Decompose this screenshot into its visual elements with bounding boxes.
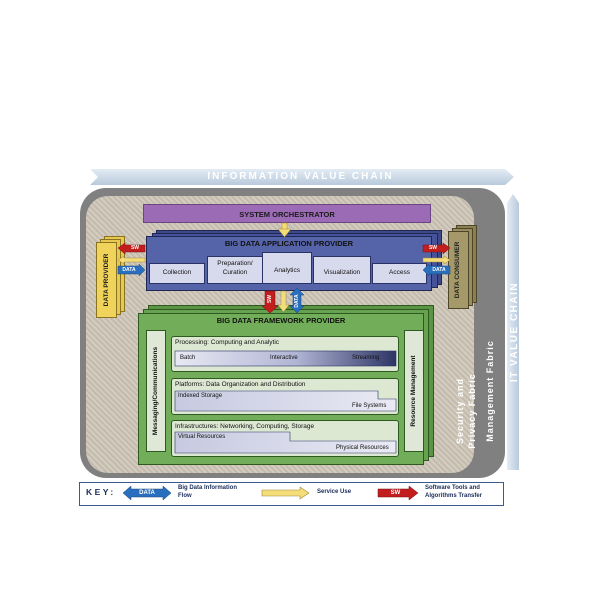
key-service-desc: Service Use [317,489,352,495]
key-data-label: DATA [139,490,155,496]
app-provider-title: BIG DATA APPLICATION PROVIDER [224,239,354,248]
it-value-chain-arrow [507,194,519,470]
activity-preparation [207,256,263,284]
infrastructures-resources-shape [174,431,397,454]
messaging-bar [146,330,166,452]
activity-label-analytics: Analytics [273,267,300,274]
processing-batch: Batch [180,355,196,361]
key-title: KEY: [86,487,116,497]
orchestrator-service-arrow-head [277,228,292,238]
key-sw-arrow [377,485,419,501]
center-sw-arrow [261,290,279,314]
platforms-files: File Systems [352,403,387,409]
processing-title: Processing: Computing and Analytic [175,339,280,346]
key-sw-desc-2: Algorithms Transfer [425,493,483,499]
information-value-chain-arrow [90,169,514,185]
center-service-arrow [277,290,290,313]
right-data-arrow [422,263,451,277]
key-sw-label: SW [390,490,401,496]
resource-bar [404,330,424,452]
activity-label-collection: Collection [162,269,192,276]
right-sw-arrow [422,242,451,255]
platforms-indexed: Indexed Storage [178,393,223,399]
key-data-desc-1: Big Data Information [178,485,238,491]
left-service-arrow [117,255,146,265]
center-data-arrow [289,287,305,314]
activity-label-preparation: Preparation/ Curation [217,260,253,276]
processing-gradient-bar [174,350,397,367]
platforms-storage-shape [174,390,397,412]
right-data-label: DATA [432,267,446,273]
infrastructures-physical: Physical Resources [336,445,389,451]
activity-label-visualization: Visualization [323,269,361,276]
activity-label-access: Access [389,269,410,276]
right-service-arrow [422,255,451,265]
left-sw-arrow [117,242,146,255]
key-data-arrow [122,485,172,501]
left-data-arrow [117,263,146,277]
key-service-arrow [261,486,310,500]
activity-collection [149,263,205,284]
platforms-title: Platforms: Data Organization and Distrib… [175,381,306,388]
framework-title: BIG DATA FRAMEWORK PROVIDER [216,316,346,325]
key-data-desc-2: Flow [178,493,192,499]
data-provider-box [96,242,117,318]
key-sw-desc-1: Software Tools and [425,485,480,491]
left-sw-label: SW [130,245,140,251]
activity-analytics [262,252,312,284]
left-data-label: DATA [122,267,136,273]
infrastructures-virtual: Virtual Resources [178,434,226,440]
system-orchestrator: SYSTEM ORCHESTRATOR [143,204,431,223]
infrastructures-title: Infrastructures: Networking, Computing, … [175,423,315,430]
right-sw-label: SW [428,245,438,251]
processing-interactive: Interactive [270,355,298,361]
information-value-chain-label: INFORMATION VALUE CHAIN [207,171,394,182]
processing-streaming: Streaming [352,355,380,361]
activity-visualization [313,256,371,284]
